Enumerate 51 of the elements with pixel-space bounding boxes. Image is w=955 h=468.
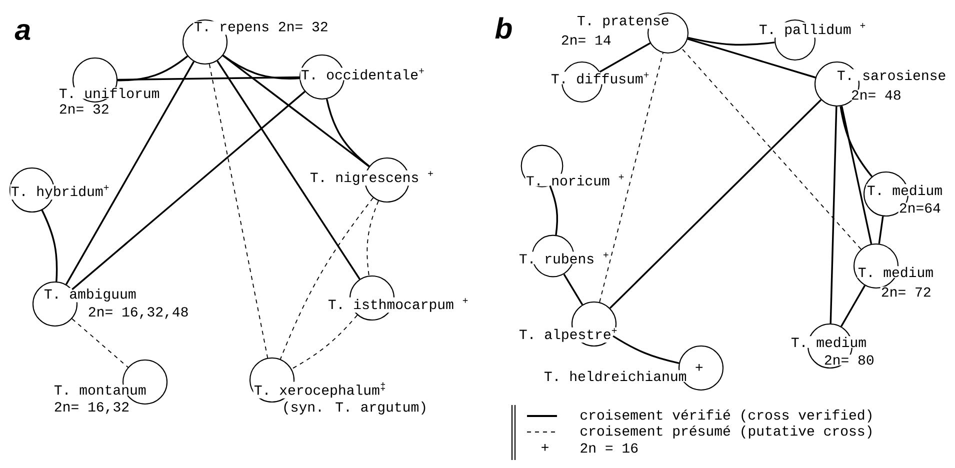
node-label: 2n= 72	[882, 287, 930, 297]
node-label: T. pallidum $^{+}$	[759, 23, 866, 37]
node-label: T. isthmocarpum $^{+}$	[328, 298, 468, 312]
cross-line	[326, 98, 370, 167]
cross-line	[612, 335, 680, 364]
node-label: 2n= 14	[562, 35, 611, 45]
node-label: 2n=64	[900, 203, 940, 213]
cross-line	[609, 99, 822, 309]
node-label: T. heldreichianum	[544, 370, 686, 382]
cross-line	[222, 54, 370, 168]
cross-line	[878, 216, 884, 244]
legend-text: 2n = 16	[580, 443, 638, 453]
cross-line	[41, 210, 58, 282]
node-label: T. sarosiense	[837, 70, 946, 80]
node-label: +	[618, 174, 624, 180]
legend-text: croisement vérifié (cross verified)	[580, 409, 872, 423]
dashed-line	[280, 197, 374, 360]
cross-line	[840, 285, 866, 327]
cross-line	[65, 61, 195, 285]
cross-line	[688, 36, 775, 46]
dashed-line	[599, 52, 664, 303]
dashed-line	[291, 314, 358, 370]
dashed-line	[366, 200, 379, 276]
node-label: +	[428, 171, 433, 176]
cross-line	[216, 60, 360, 280]
cross-line	[840, 106, 873, 178]
dashed-line	[208, 64, 268, 358]
node-label: +	[604, 252, 608, 258]
dashed-line	[681, 48, 862, 250]
legend-text: croisement présumé (putative cross)	[580, 425, 872, 439]
panel-letter: a	[14, 24, 30, 40]
symbol-label: +	[542, 444, 548, 451]
cross-line	[118, 56, 188, 82]
cross-line	[118, 76, 300, 81]
cross-line	[687, 38, 816, 78]
cross-line	[563, 274, 584, 306]
node-label: 2n= 16,32,48	[88, 307, 188, 319]
panel-letter: b	[495, 17, 512, 39]
cross-line	[840, 106, 872, 244]
cross-line	[222, 54, 300, 80]
node-label: 2n= 48	[852, 90, 900, 100]
cross-line	[72, 90, 306, 290]
node-label: +	[644, 72, 649, 78]
node-label: 2n= 16,32	[54, 402, 129, 414]
cross-line	[830, 106, 838, 324]
cross-line	[549, 185, 558, 236]
cross-line	[599, 42, 651, 73]
node-label: +	[104, 185, 109, 190]
node-label: 2n= 32	[60, 104, 108, 114]
node-label: +	[419, 68, 424, 74]
dashed-line	[72, 318, 128, 368]
